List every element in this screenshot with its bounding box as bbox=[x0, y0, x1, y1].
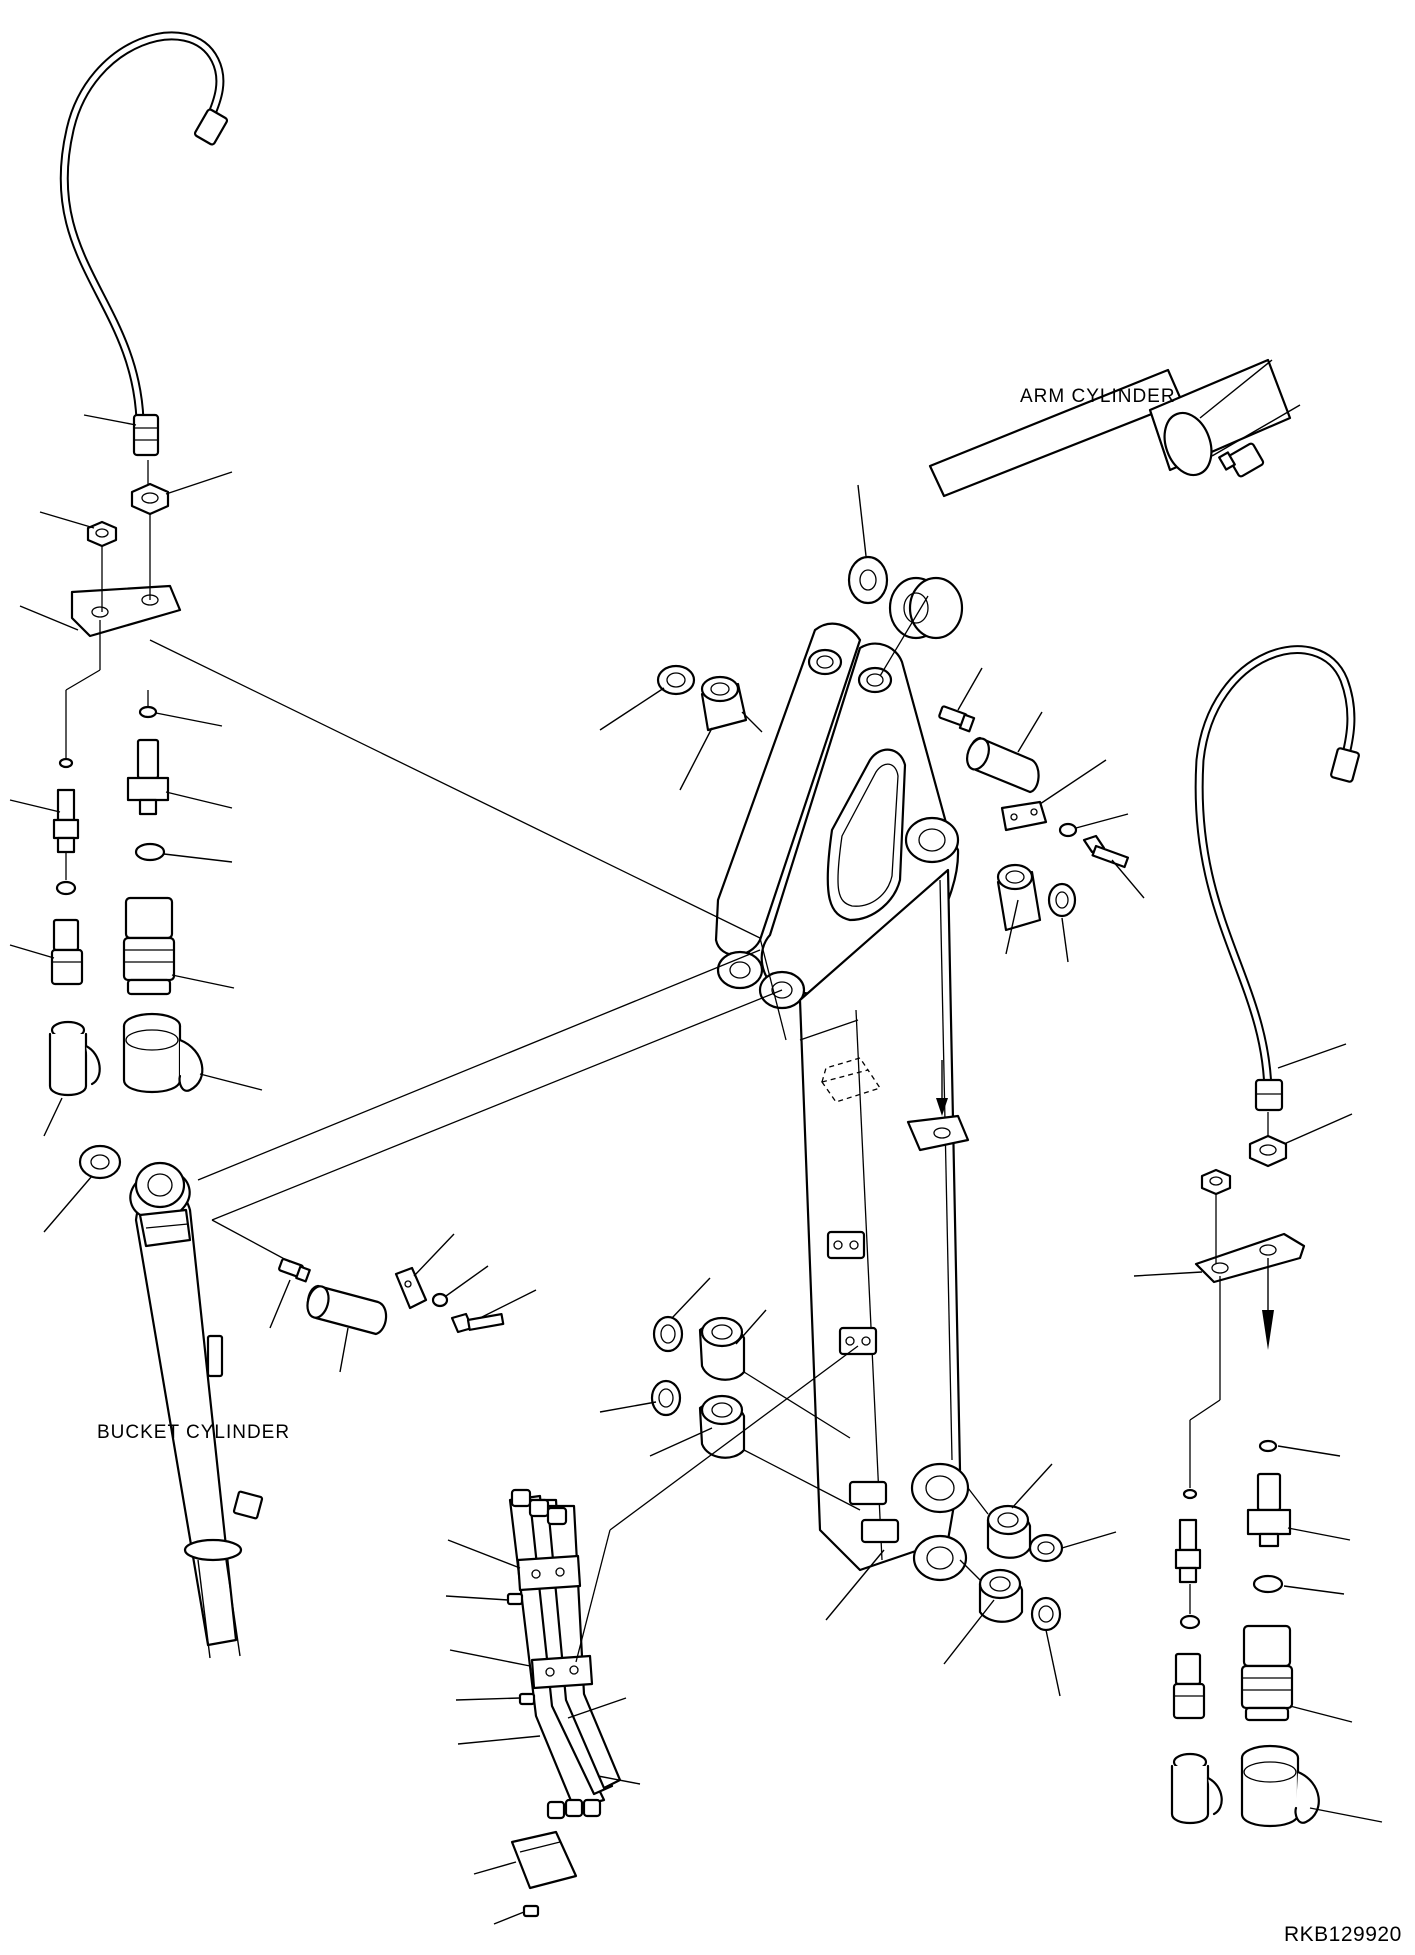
arrow-down-icon bbox=[936, 1098, 948, 1116]
bucket-cylinder-shim bbox=[43, 1144, 122, 1233]
left-adapter-short bbox=[52, 788, 80, 854]
arm-cylinder-grease-fitting bbox=[1218, 442, 1265, 478]
left-quick-coupler-small bbox=[50, 918, 84, 986]
right-oring-small bbox=[1258, 1439, 1278, 1453]
arm-lower-bushing-b bbox=[649, 1394, 861, 1511]
right-hose-assembly bbox=[1133, 645, 1383, 1828]
left-bracket-plate bbox=[70, 584, 182, 638]
arrow-down-icon bbox=[1262, 1310, 1274, 1350]
pipe-bolts bbox=[506, 1592, 540, 1918]
arm-cylinder-rod-end bbox=[888, 576, 964, 640]
right-quick-coupler-small bbox=[1172, 1652, 1206, 1720]
left-oring-small bbox=[58, 705, 158, 769]
arm-lower-bushing-a bbox=[698, 1309, 851, 1439]
bucket-washer-small bbox=[431, 1265, 489, 1308]
pipe-leader-lines bbox=[445, 1345, 859, 1925]
right-quick-coupler-large bbox=[1240, 1624, 1294, 1722]
bucket-cylinder-ports bbox=[206, 1334, 264, 1520]
left-dust-cap-small bbox=[48, 1020, 101, 1097]
left-oring-mid bbox=[55, 880, 77, 896]
bucket-pin bbox=[306, 1284, 388, 1373]
right-oring-mid bbox=[1179, 1614, 1201, 1630]
pipe-cover-plate bbox=[510, 1830, 578, 1890]
right-oring-large bbox=[1252, 1574, 1284, 1594]
right-bracket-plate bbox=[1194, 1232, 1306, 1284]
right-nut-b bbox=[1200, 1168, 1232, 1196]
bucket-cylinder-guide-lines bbox=[149, 639, 787, 1263]
left-oring-large bbox=[134, 842, 166, 862]
left-leader-lines bbox=[9, 414, 263, 1137]
arm-end-bushing-b bbox=[943, 1559, 1024, 1665]
arm-side-bracket bbox=[906, 1060, 970, 1152]
right-oring-tiny bbox=[1182, 1488, 1198, 1500]
arm-bushing-left bbox=[679, 675, 763, 791]
left-adapter-tall bbox=[126, 738, 170, 816]
arm-shim-right bbox=[1047, 882, 1077, 963]
right-leader-lines bbox=[1133, 1043, 1383, 1823]
right-dust-cap-small bbox=[1170, 1752, 1223, 1825]
arm-end-leader bbox=[825, 1549, 885, 1621]
pipe-clamp-lower bbox=[530, 1654, 594, 1690]
left-hose bbox=[59, 31, 229, 457]
arm-end-shim-b bbox=[1030, 1596, 1062, 1697]
bucket-grease-nipple bbox=[269, 1258, 311, 1329]
arm-bushing-right bbox=[996, 863, 1042, 955]
arm-cylinder: ARM CYLINDER bbox=[888, 358, 1301, 640]
arm-bolt bbox=[1082, 834, 1145, 899]
right-adapter-short bbox=[1174, 1518, 1202, 1584]
left-dust-cap-large bbox=[122, 1012, 204, 1094]
drawing-code: RKB129920 bbox=[1284, 1923, 1402, 1946]
right-nut-a bbox=[1248, 1134, 1288, 1168]
left-quick-coupler-large bbox=[122, 896, 176, 996]
arm-cylinder-centerline bbox=[879, 595, 929, 677]
bucket-cylinder: BUCKET CYLINDER bbox=[97, 1161, 290, 1659]
right-adapter-tall bbox=[1246, 1472, 1292, 1548]
arm-lower-shim-b bbox=[599, 1379, 682, 1417]
arm-body bbox=[714, 622, 970, 1582]
arm-lock-plate bbox=[1000, 759, 1107, 832]
arm-washer-small bbox=[1058, 813, 1129, 838]
arm-lower-shim-a bbox=[652, 1277, 711, 1353]
arm-grease-nipple bbox=[938, 667, 983, 733]
arm-end-shim-a bbox=[1028, 1531, 1117, 1563]
pipe-clamp-upper bbox=[516, 1554, 582, 1592]
right-hose bbox=[1194, 645, 1360, 1112]
arm-cylinder-shim bbox=[847, 484, 889, 605]
bucket-bolt bbox=[450, 1289, 537, 1334]
arm-shim-left bbox=[599, 664, 696, 731]
left-nut-b bbox=[86, 520, 118, 548]
bucket-cylinder-label: BUCKET CYLINDER bbox=[97, 1422, 290, 1443]
arm-end-bushing-a bbox=[967, 1463, 1053, 1559]
arm-cylinder-label: ARM CYLINDER bbox=[1020, 386, 1176, 407]
bucket-lock-plate bbox=[394, 1233, 455, 1310]
left-hose-assembly bbox=[9, 31, 263, 1137]
right-dust-cap-large bbox=[1240, 1744, 1320, 1828]
arm-hydraulic-pipe bbox=[508, 1488, 622, 1820]
left-nut-a bbox=[130, 482, 170, 516]
arm-pin bbox=[966, 711, 1043, 794]
